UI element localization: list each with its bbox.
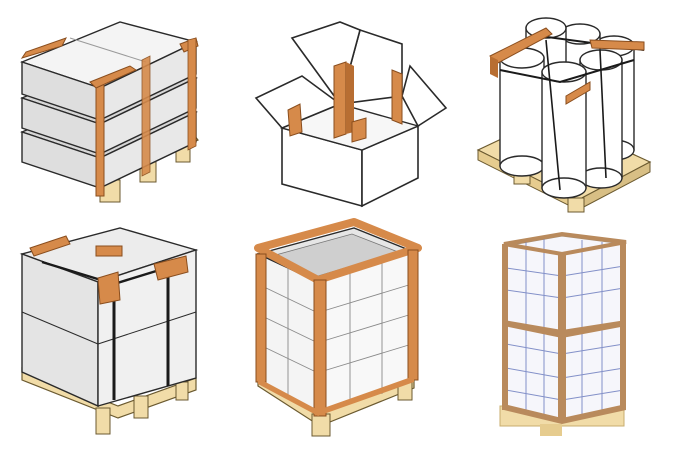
roll	[499, 47, 545, 177]
strapped-cube-pallet	[19, 227, 199, 435]
wrapped-grid-pallet	[499, 231, 627, 436]
open-box-corner-guards	[254, 21, 448, 208]
box-grid	[261, 262, 413, 404]
corner-guard	[287, 61, 403, 143]
corner-guard	[502, 231, 627, 424]
corner-guard	[20, 37, 199, 197]
framed-crate-pallet	[254, 218, 422, 437]
roll	[541, 61, 587, 199]
corner-guard	[254, 218, 422, 417]
corner-guard	[29, 235, 189, 305]
rolls-on-pallet	[476, 17, 652, 213]
corner-guard	[489, 27, 645, 105]
stacked-boards-pallet	[19, 21, 199, 203]
